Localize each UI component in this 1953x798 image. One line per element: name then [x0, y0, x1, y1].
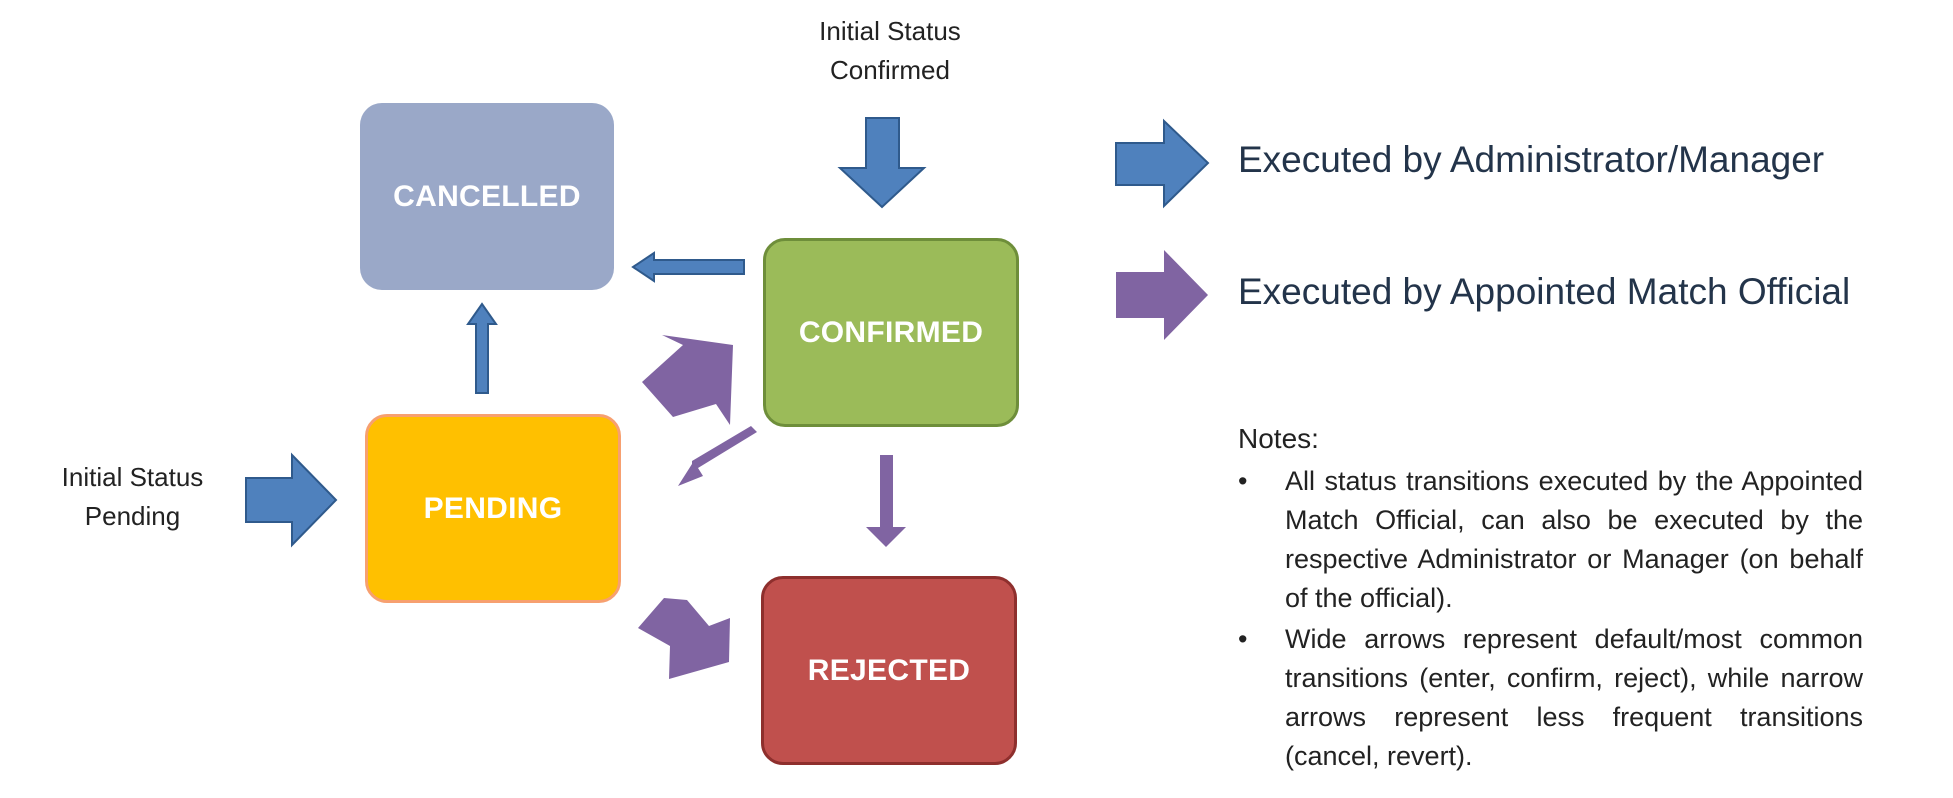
legend-admin-arrow: [1115, 118, 1210, 209]
note-item: • Wide arrows represent default/most com…: [1238, 620, 1863, 776]
legend-official-text: Executed by Appointed Match Official: [1238, 271, 1851, 312]
note-bullet: •: [1238, 466, 1248, 496]
initial-confirmed-arrow: [837, 117, 927, 209]
confirmed-to-cancelled-arrow: [631, 251, 745, 283]
pending-to-confirmed-arrow: [642, 335, 733, 425]
initial-confirmed-line2: Confirmed: [830, 55, 950, 85]
notes-list: • All status transitions executed by the…: [1238, 462, 1863, 778]
confirmed-to-pending-arrow: [678, 426, 757, 486]
initial-confirmed-line1: Initial Status: [819, 16, 961, 46]
initial-pending-label: Initial Status Pending: [30, 458, 235, 536]
initial-confirmed-label: Initial Status Confirmed: [775, 12, 1005, 90]
note-text: Wide arrows represent default/most commo…: [1285, 624, 1863, 771]
confirmed-to-rejected-arrow: [866, 455, 906, 547]
legend-admin-text: Executed by Administrator/Manager: [1238, 139, 1825, 180]
state-pending: PENDING: [365, 414, 621, 603]
note-text: All status transitions executed by the A…: [1285, 466, 1863, 613]
initial-pending-arrow: [245, 452, 338, 548]
legend-official-arrow: [1116, 250, 1208, 340]
note-item: • All status transitions executed by the…: [1238, 462, 1863, 618]
pending-to-cancelled-arrow: [466, 302, 498, 394]
state-cancelled: CANCELLED: [360, 103, 614, 290]
state-confirmed: CONFIRMED: [763, 238, 1019, 427]
initial-pending-line1: Initial Status: [61, 462, 204, 492]
initial-pending-line2: Pending: [84, 501, 181, 531]
state-rejected: REJECTED: [761, 576, 1017, 765]
pending-to-rejected-arrow: [638, 598, 730, 679]
notes-title: Notes:: [1238, 423, 1319, 454]
note-bullet: •: [1238, 624, 1248, 654]
